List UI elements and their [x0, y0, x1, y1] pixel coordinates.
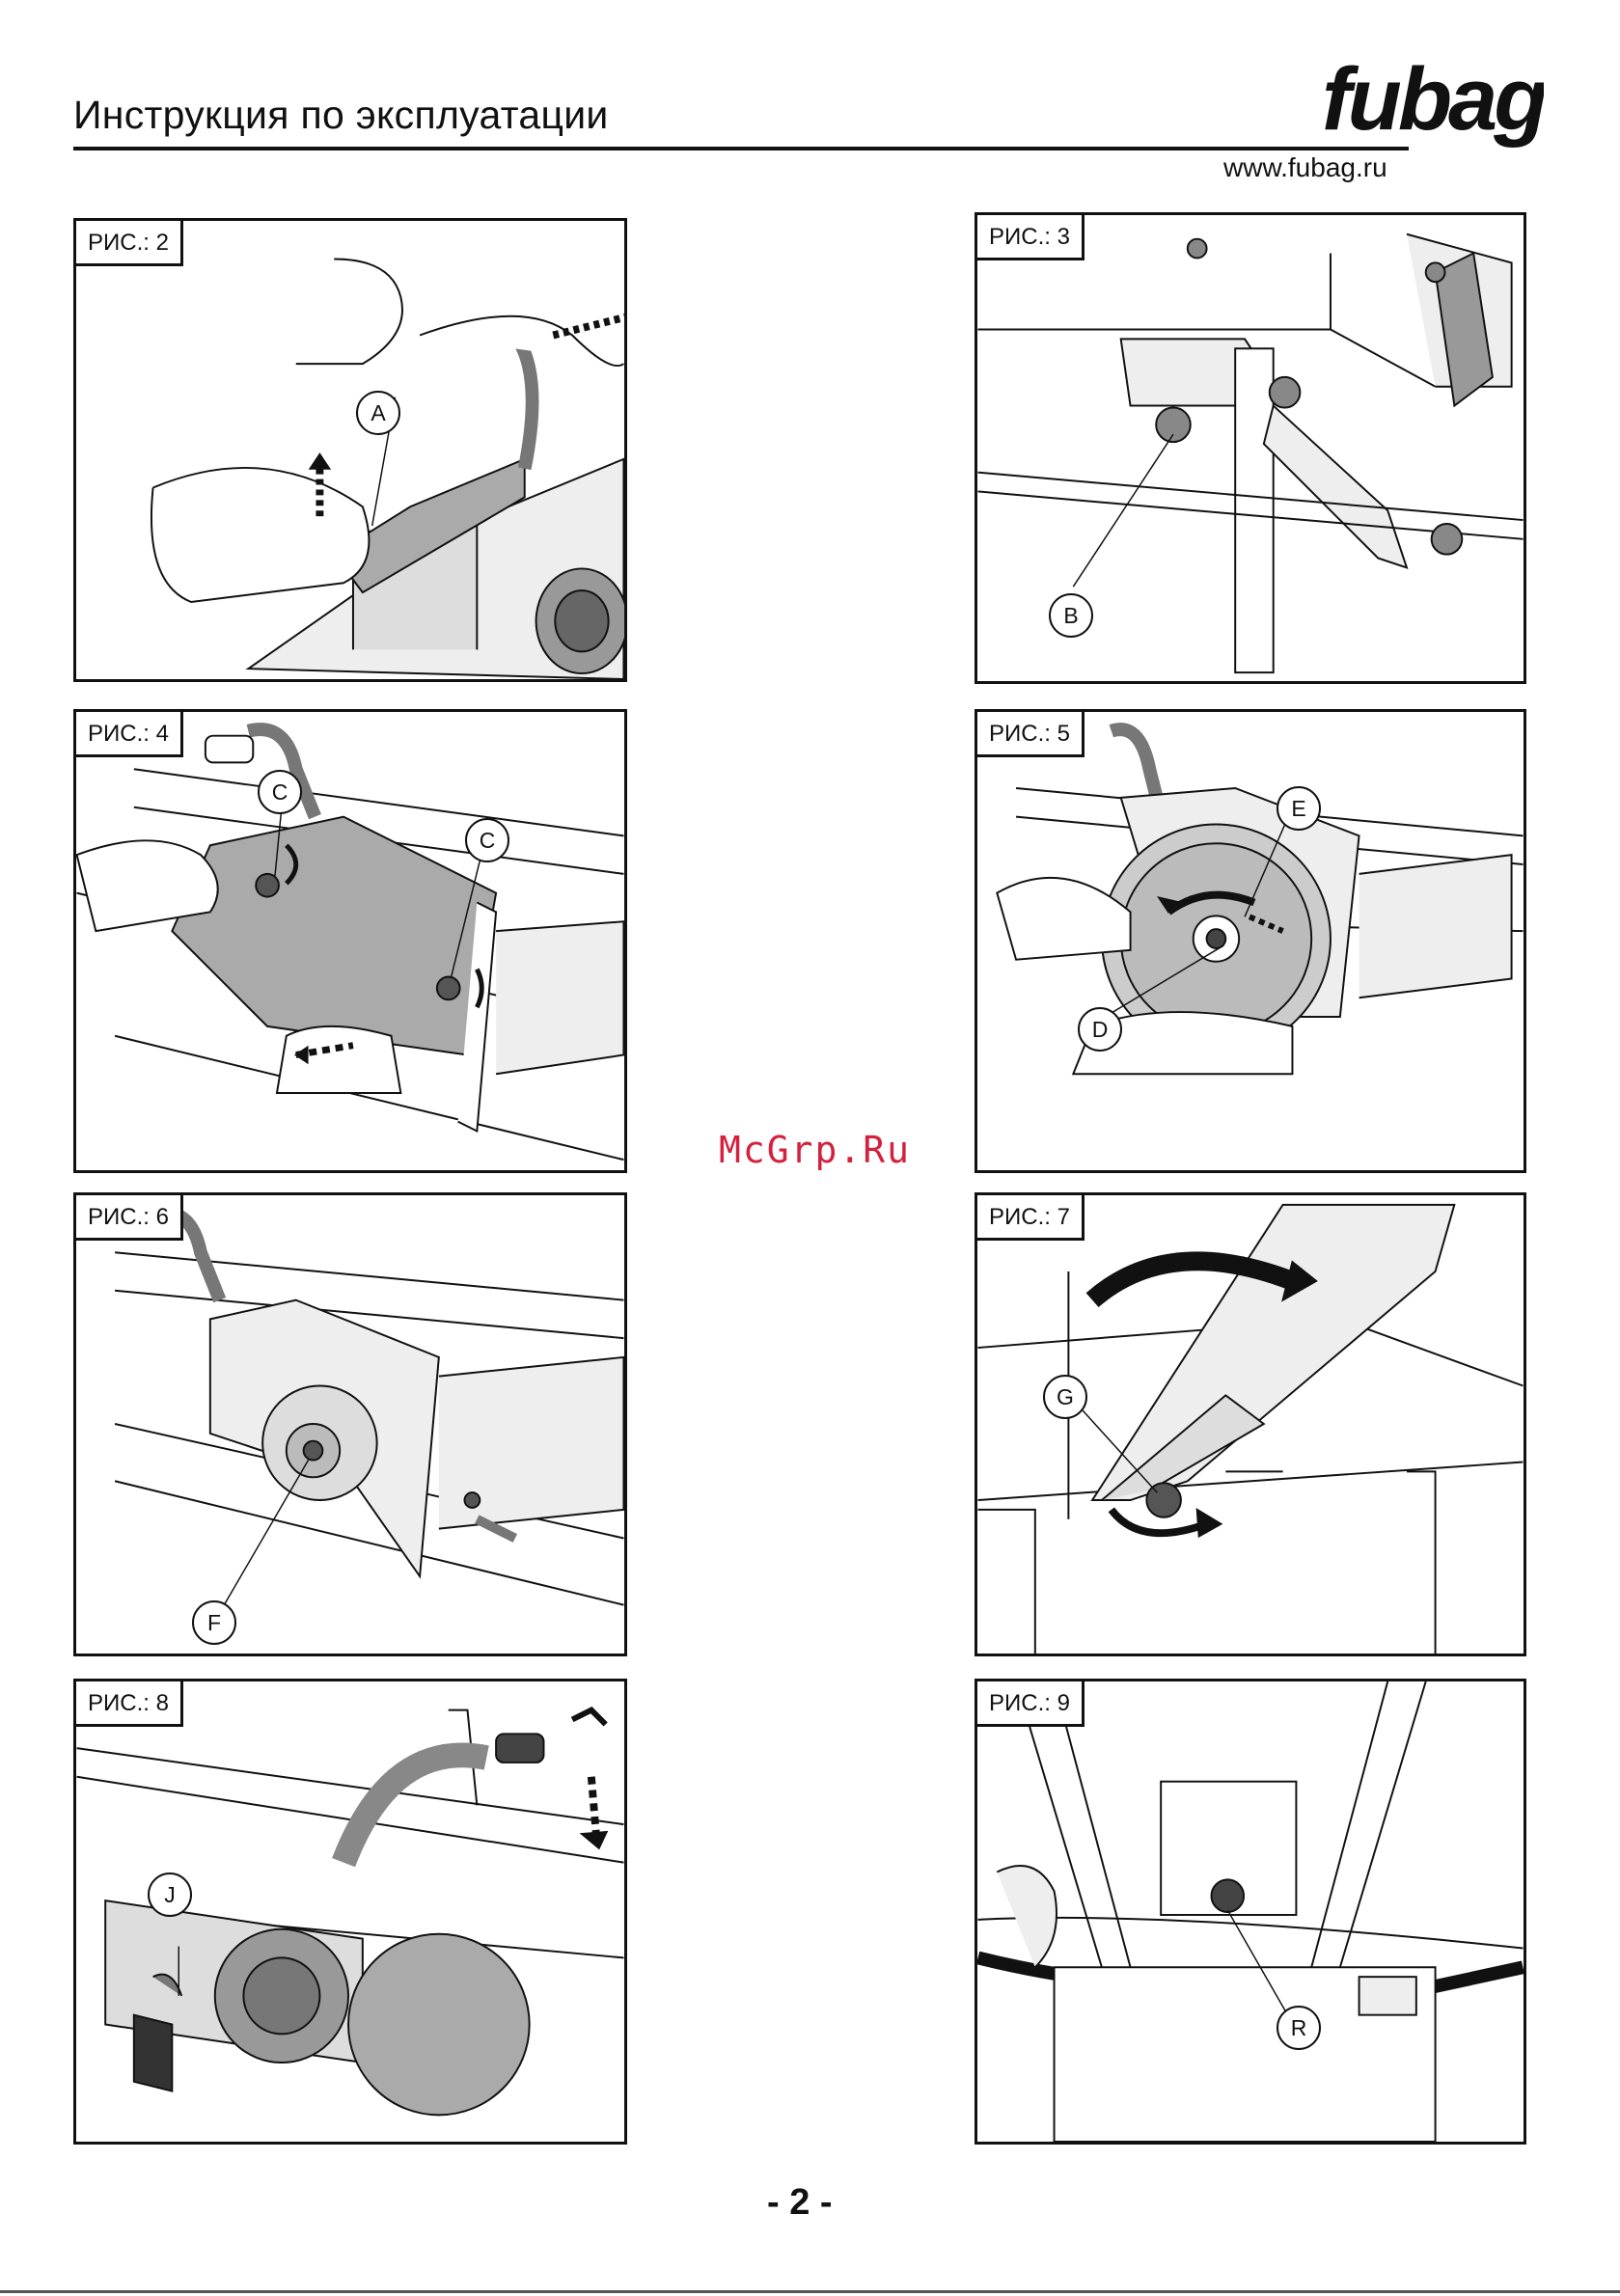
figure-2-illustration — [76, 221, 624, 679]
header-divider — [73, 147, 1409, 150]
figure-6-label: РИС.: 6 — [76, 1195, 183, 1241]
figure-5: РИС.: 5 E D — [975, 709, 1526, 1173]
figure-3-label: РИС.: 3 — [977, 215, 1085, 260]
website-url: www.fubag.ru — [1223, 152, 1387, 183]
figure-6: РИС.: 6 F — [73, 1192, 627, 1656]
figure-9: РИС.: 9 R — [975, 1679, 1526, 2145]
page-number: - 2 - — [767, 2182, 833, 2224]
fubag-logo: fubag — [1312, 46, 1544, 162]
figure-5-label: РИС.: 5 — [977, 712, 1085, 757]
figure-4: РИС.: 4 C C — [73, 709, 627, 1173]
callout-r: R — [1277, 2006, 1321, 2050]
callout-e: E — [1277, 786, 1321, 831]
footer-divider — [0, 2290, 1620, 2293]
figure-8-label: РИС.: 8 — [76, 1681, 183, 1727]
figure-8: РИС.: 8 J — [73, 1679, 627, 2145]
document-title: Инструкция по эксплуатации — [73, 93, 609, 138]
callout-c-left: C — [258, 770, 302, 814]
callout-d: D — [1078, 1007, 1122, 1052]
figure-2: РИС.: 2 A — [73, 218, 627, 682]
figure-4-label: РИС.: 4 — [76, 712, 183, 757]
figure-2-label: РИС.: 2 — [76, 221, 183, 266]
figure-6-illustration — [76, 1195, 624, 1654]
figure-3: РИС.: 3 B — [975, 212, 1526, 684]
figure-5-illustration — [977, 712, 1524, 1170]
callout-g: G — [1043, 1375, 1087, 1419]
figure-7-label: РИС.: 7 — [977, 1195, 1085, 1241]
svg-text:fubag: fubag — [1322, 50, 1544, 149]
figure-7-illustration — [977, 1195, 1524, 1654]
callout-f: F — [192, 1600, 236, 1645]
callout-j: J — [148, 1872, 192, 1917]
callout-c-right: C — [465, 818, 509, 862]
callout-b: B — [1049, 593, 1093, 638]
figure-7: РИС.: 7 G — [975, 1192, 1526, 1656]
watermark: McGrp.Ru — [719, 1129, 911, 1171]
figure-9-illustration — [977, 1681, 1524, 2142]
callout-a: A — [356, 391, 400, 435]
figure-9-label: РИС.: 9 — [977, 1681, 1085, 1727]
figure-4-illustration — [76, 712, 624, 1170]
